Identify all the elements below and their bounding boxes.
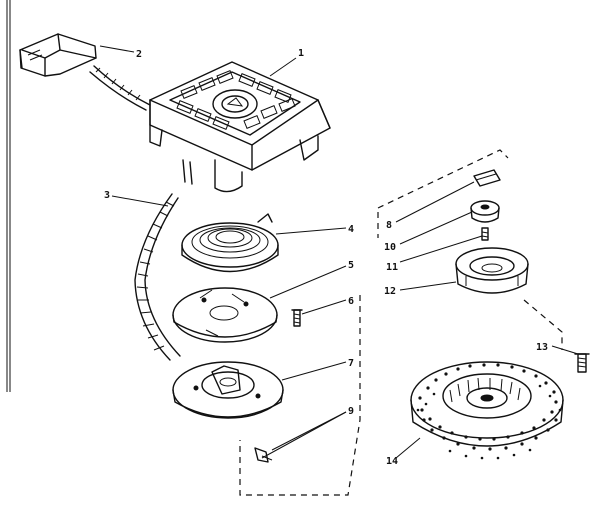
part-pawl [473, 169, 501, 187]
part-spring [181, 213, 279, 273]
part-retainer [470, 200, 500, 223]
part-screw-11 [481, 227, 489, 241]
dashed-assembly-line [523, 299, 563, 350]
callout-10: 10 [384, 242, 396, 253]
dashed-assembly-line [239, 295, 361, 496]
dashed-assembly-line [377, 149, 509, 238]
part-screw-6 [291, 309, 303, 327]
callout-4: 4 [348, 224, 354, 235]
callout-11: 11 [386, 262, 398, 273]
part-pulley [172, 361, 284, 419]
part-plate [172, 287, 278, 343]
callout-7: 7 [348, 358, 354, 369]
part-handle [19, 33, 151, 111]
callout-13: 13 [536, 342, 548, 353]
callout-9: 9 [348, 406, 354, 417]
part-housing [149, 61, 331, 193]
callout-5: 5 [348, 260, 354, 271]
callout-3: 3 [104, 190, 110, 201]
part-screw-9 [254, 447, 273, 463]
part-flywheel [410, 361, 564, 460]
part-screw-13 [574, 353, 590, 373]
callout-8: 8 [386, 220, 392, 231]
leader-lines [99, 45, 579, 459]
callout-1: 1 [298, 48, 304, 59]
part-cup [455, 247, 529, 294]
callout-12: 12 [384, 286, 396, 297]
callout-14: 14 [386, 456, 398, 467]
part-rope [134, 193, 181, 361]
callout-6: 6 [348, 296, 354, 307]
callout-2: 2 [136, 49, 142, 60]
